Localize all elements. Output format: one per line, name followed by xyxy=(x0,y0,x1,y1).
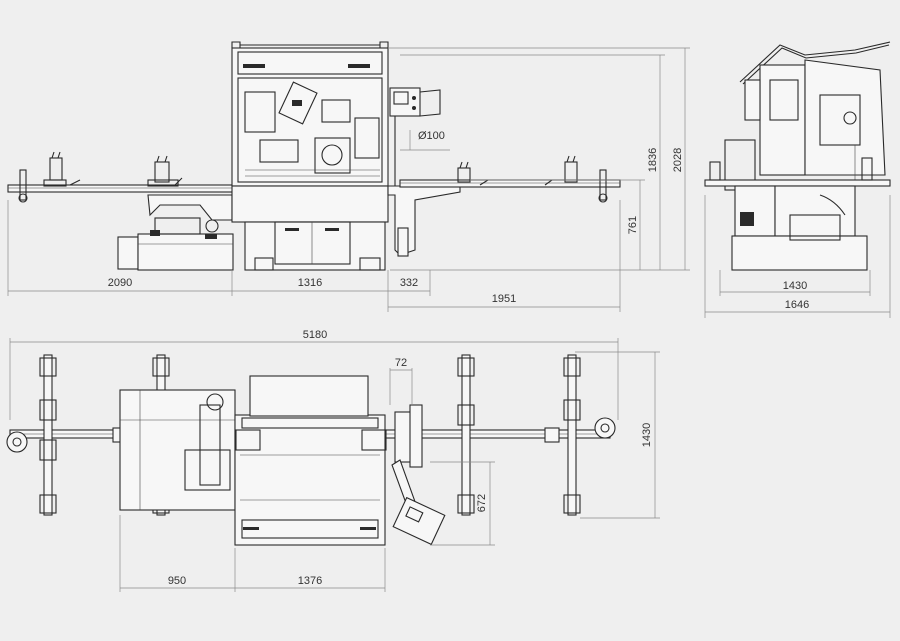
dim-side-1430: 1430 xyxy=(783,280,807,292)
dim-side-1646: 1646 xyxy=(785,299,809,311)
dim-2090: 2090 xyxy=(108,277,132,289)
dim-672: 672 xyxy=(476,494,488,512)
dim-1951: 1951 xyxy=(492,293,516,305)
front-right-extension xyxy=(387,155,621,257)
dim-5180: 5180 xyxy=(303,329,327,341)
front-view: 2090 1316 332 1951 Ø100 761 1836 2028 xyxy=(7,41,690,312)
front-dimension-lines xyxy=(7,47,690,312)
dim-top-1430: 1430 xyxy=(641,423,653,447)
dim-332: 332 xyxy=(400,277,418,289)
side-view xyxy=(704,41,891,318)
dim-2028: 2028 xyxy=(672,148,684,172)
front-left-extension xyxy=(7,151,234,271)
dim-761: 761 xyxy=(627,216,639,234)
front-main-body xyxy=(231,41,441,271)
dim-diameter: Ø100 xyxy=(418,130,445,142)
top-view xyxy=(6,338,660,592)
dim-1836: 1836 xyxy=(647,148,659,172)
dim-1316: 1316 xyxy=(298,277,322,289)
dim-1376: 1376 xyxy=(298,575,322,587)
dim-950: 950 xyxy=(168,575,186,587)
dim-72: 72 xyxy=(395,357,407,369)
